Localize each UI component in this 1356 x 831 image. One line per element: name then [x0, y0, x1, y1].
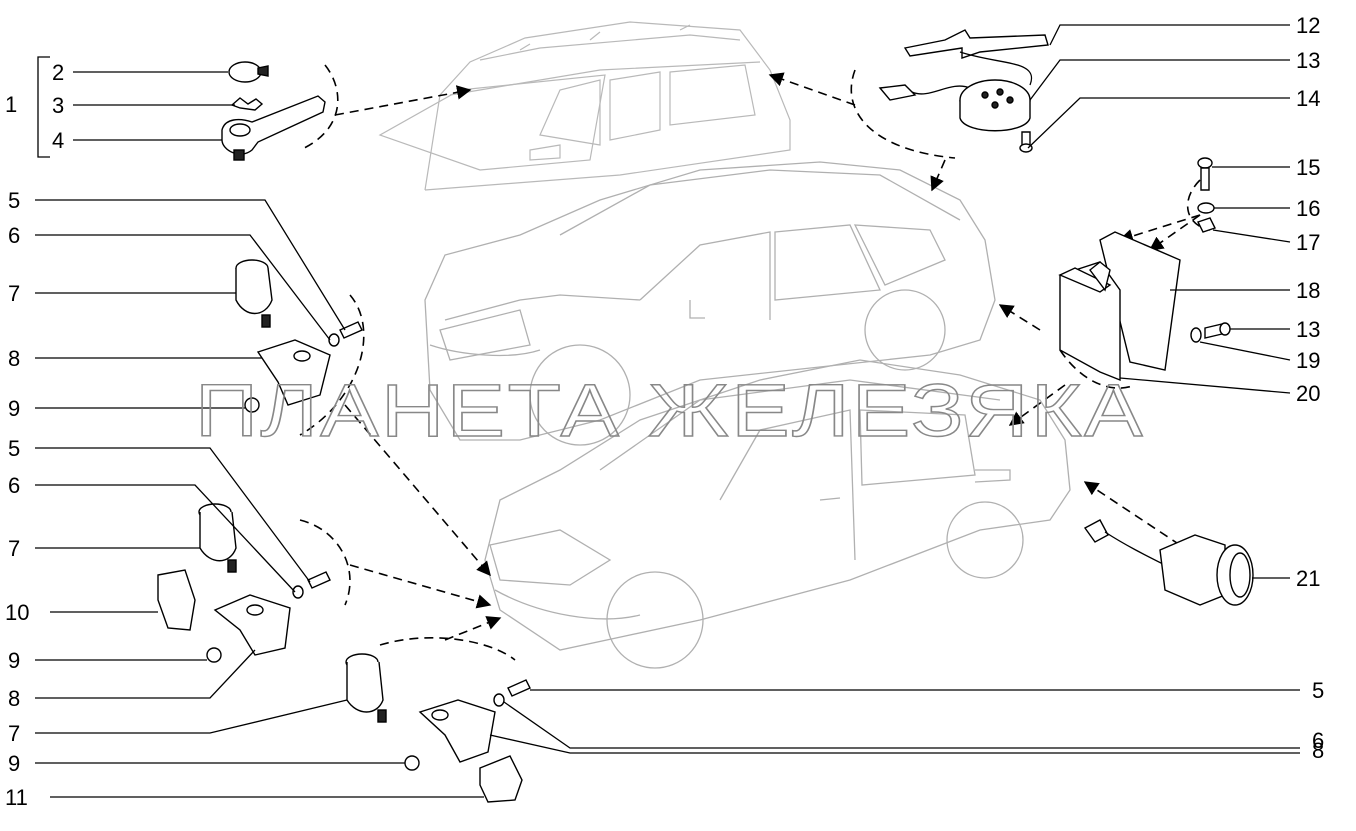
hatchback-outline — [424, 161, 996, 446]
callout-5-a: 5 — [8, 188, 20, 213]
part-screw-14 — [1019, 131, 1033, 153]
callout-15: 15 — [1296, 155, 1320, 180]
callout-7-c: 7 — [8, 721, 20, 746]
part-control-unit-18-20 — [1058, 231, 1181, 382]
sedan-outline — [484, 359, 1071, 669]
station-wagon-outline — [378, 21, 791, 191]
callout-17: 17 — [1296, 230, 1320, 255]
part-washer-19 — [1190, 327, 1202, 343]
callout-10: 10 — [5, 600, 29, 625]
part-bolt-mid-5 — [307, 571, 331, 589]
part-connector-11 — [479, 755, 523, 803]
watermark: ПЛАНЕТА ЖЕЛЕЗЯКА — [195, 369, 1145, 452]
part-washer-upper-6 — [328, 333, 340, 347]
part-sensor-mid-7 — [198, 503, 237, 573]
part-connector-10 — [157, 569, 196, 631]
dashed-connectors — [299, 64, 1211, 661]
callout-9-a: 9 — [8, 396, 20, 421]
callout-19: 19 — [1296, 348, 1320, 373]
part-washer-low-6 — [493, 693, 505, 707]
callout-8-c: 8 — [1312, 738, 1324, 763]
callout-3: 3 — [52, 93, 64, 118]
part-bracket-mid-8 — [213, 594, 291, 656]
leader-lines — [35, 24, 1300, 798]
part-washer-mid-6 — [292, 585, 304, 599]
callout-5-b: 5 — [8, 436, 20, 461]
callout-4: 4 — [52, 128, 64, 153]
callout-14: 14 — [1296, 86, 1320, 111]
part-screw-13-lower — [1204, 322, 1231, 339]
part-nut-17 — [1197, 217, 1216, 233]
callout-11: 11 — [5, 785, 28, 810]
part-washer-16 — [1197, 202, 1215, 214]
callout-21: 21 — [1296, 566, 1320, 591]
callout-numbers: 1 2 3 4 5 6 7 8 9 5 6 7 10 9 8 7 9 11 12… — [5, 13, 1324, 810]
callout-12: 12 — [1296, 13, 1320, 38]
callout-5-c: 5 — [1312, 678, 1324, 703]
part-sensor-low-7 — [345, 653, 387, 723]
callout-9-b: 9 — [8, 648, 20, 673]
callout-7-b: 7 — [8, 536, 20, 561]
callout-group-1: 1 — [5, 92, 17, 117]
part-nut-low-9 — [404, 755, 420, 771]
part-bracket-12-13 — [878, 29, 1049, 132]
callout-13-a: 13 — [1296, 48, 1320, 73]
callout-6-a: 6 — [8, 223, 20, 248]
callout-20: 20 — [1296, 381, 1320, 406]
callout-7-a: 7 — [8, 281, 20, 306]
callout-16: 16 — [1296, 196, 1320, 221]
part-cap — [228, 61, 269, 83]
callout-13-b: 13 — [1296, 317, 1320, 342]
part-bolt-low-5 — [507, 679, 531, 697]
part-bracket-upper-8 — [256, 339, 331, 406]
part-nut-mid-9 — [206, 647, 222, 663]
part-clip — [230, 97, 264, 111]
part-nut-upper-9 — [244, 397, 260, 413]
callout-18: 18 — [1296, 278, 1320, 303]
part-bolt-upper-5 — [339, 321, 363, 339]
callout-6-b: 6 — [8, 473, 20, 498]
callout-9-c: 9 — [8, 751, 20, 776]
part-bracket-low-8 — [418, 699, 496, 763]
part-sensor-arm — [221, 95, 326, 161]
part-screw-15 — [1197, 157, 1213, 191]
part-sensor-upper-7 — [235, 259, 273, 328]
callout-6-c: 6 — [1312, 728, 1324, 753]
callout-8-b: 8 — [8, 686, 20, 711]
callout-8-a: 8 — [8, 346, 20, 371]
part-cable-reel-21 — [1083, 519, 1254, 606]
callout-2: 2 — [52, 60, 64, 85]
